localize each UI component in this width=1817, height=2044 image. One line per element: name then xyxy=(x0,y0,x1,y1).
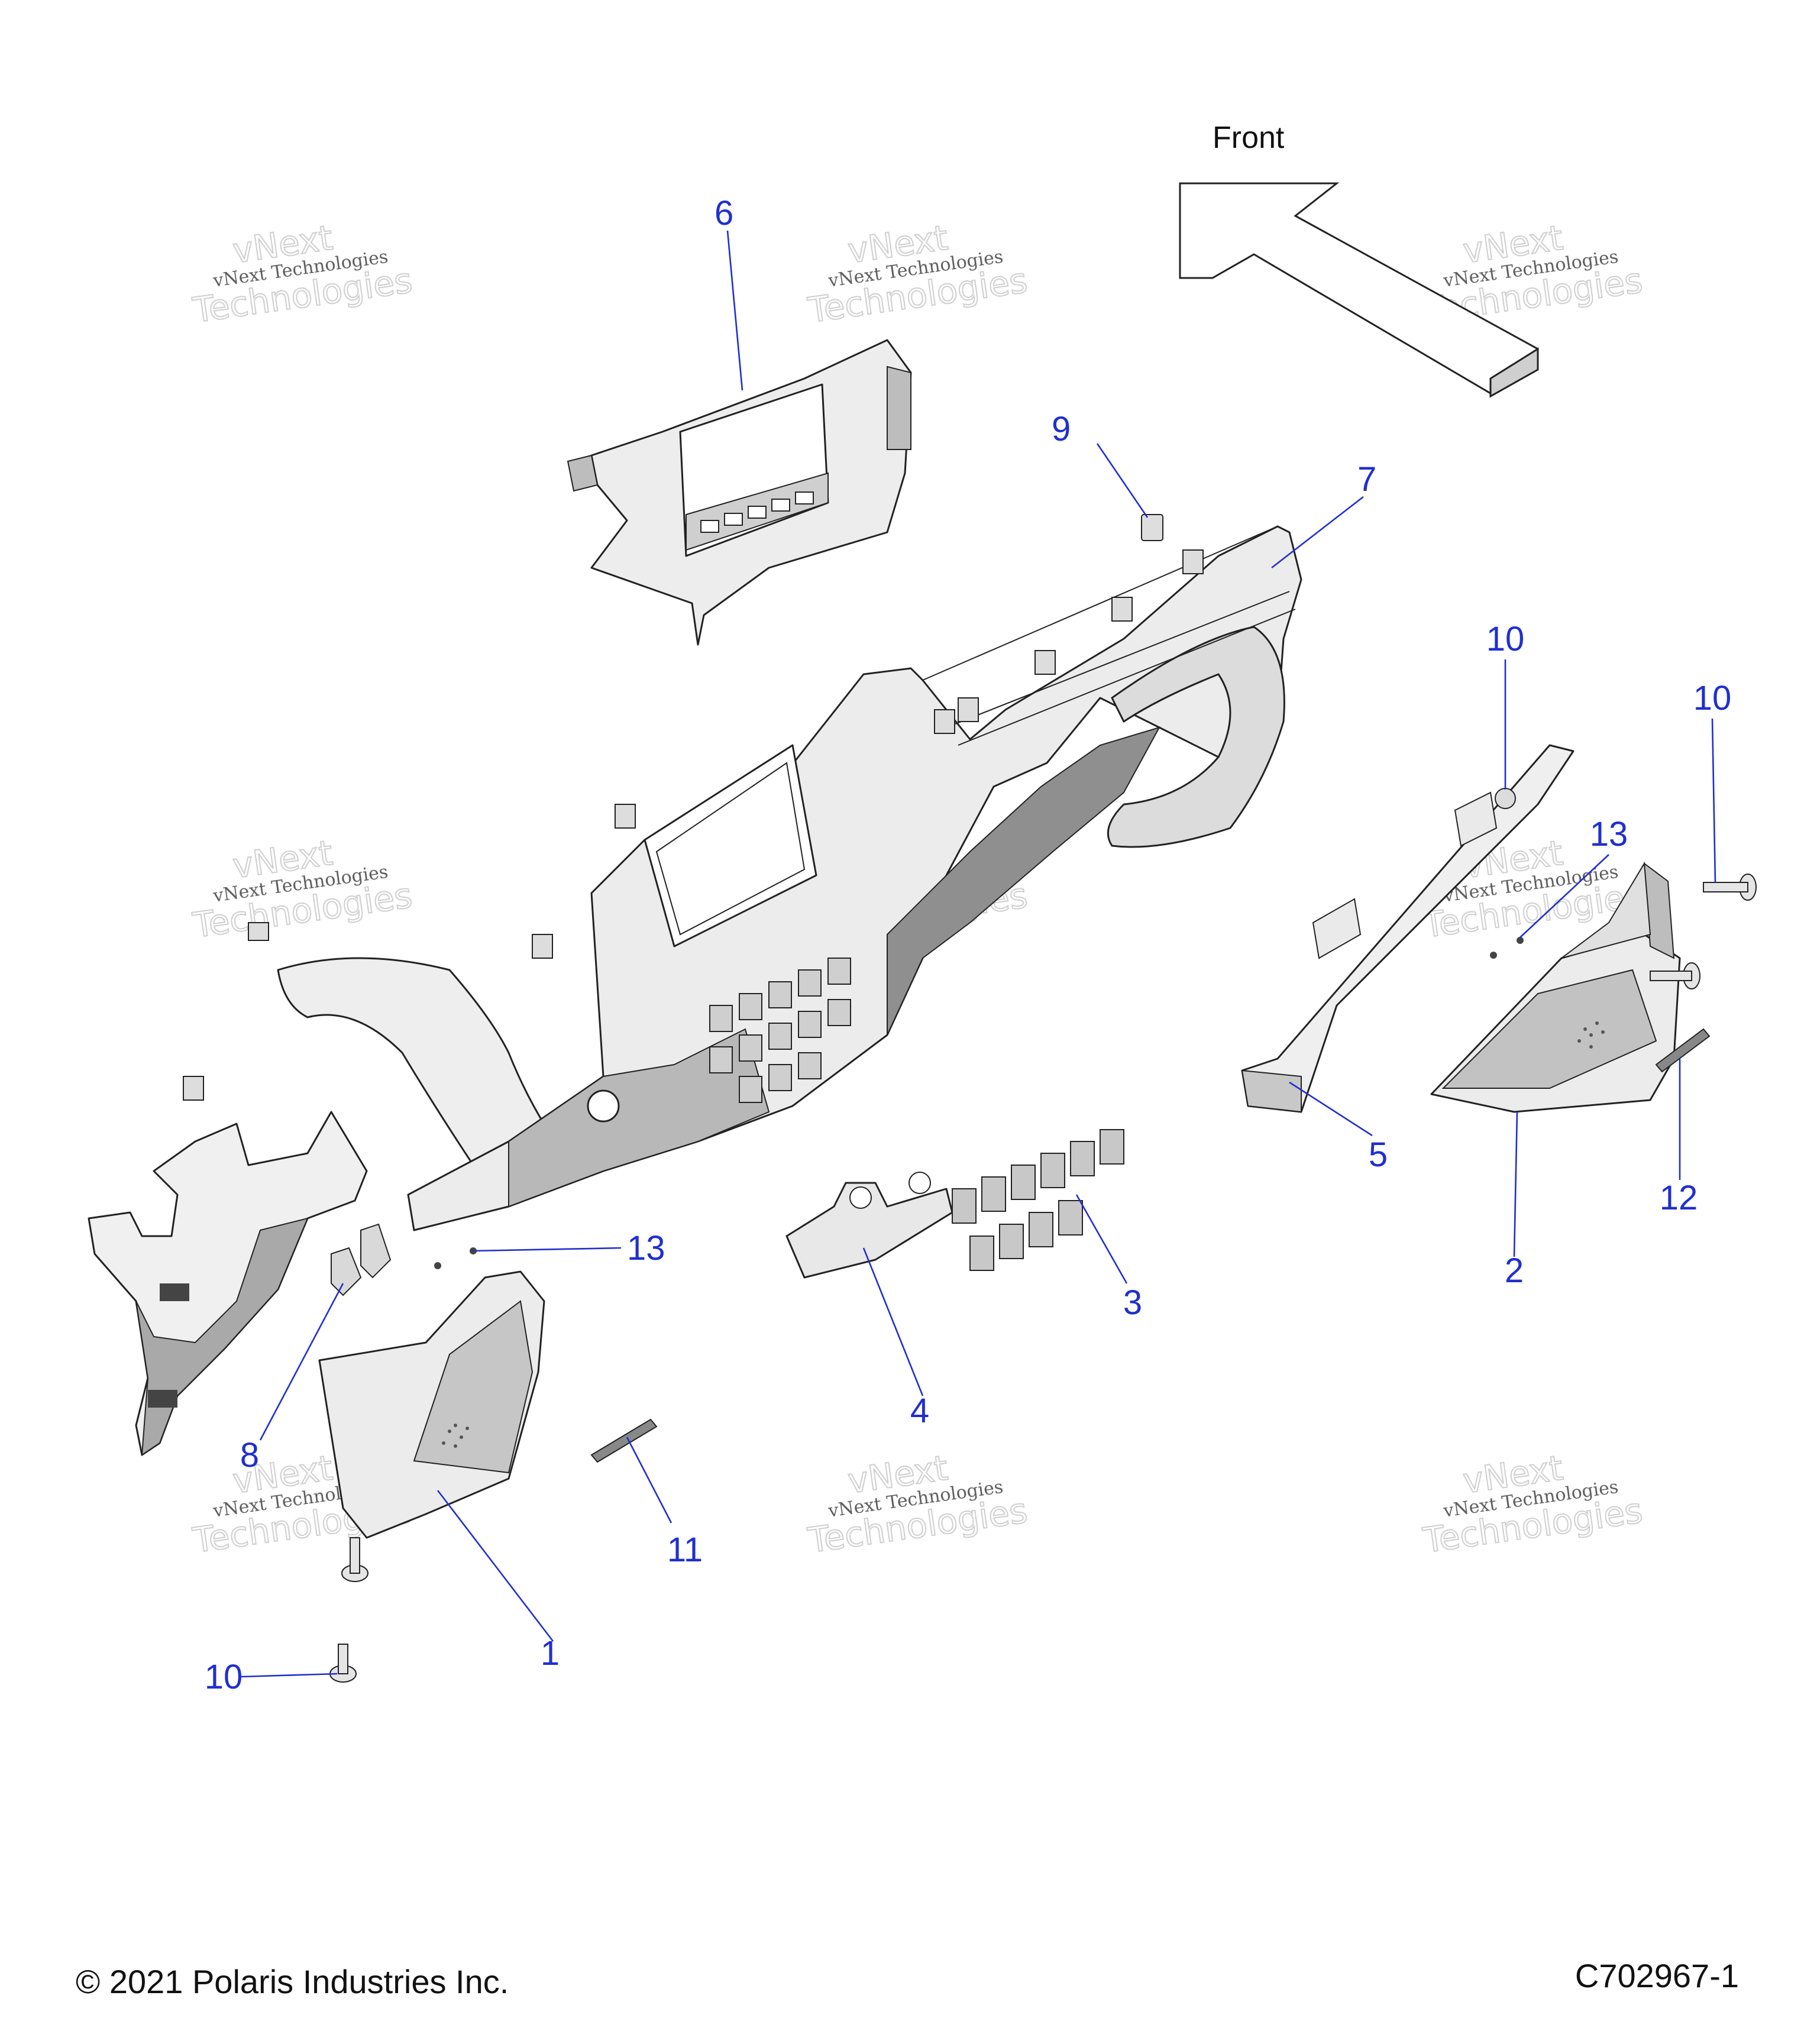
callout-10-left: 10 xyxy=(205,1658,243,1696)
part-10-push-rivet xyxy=(329,1644,357,1683)
watermark: vNext vNext Technologies Technologies xyxy=(805,217,1030,331)
callout-labels: 6 7 9 10 10 13 5 2 12 13 3 4 8 11 1 10 xyxy=(205,194,1732,1696)
part-12-strip xyxy=(590,1028,1711,1463)
callout-12-left: 11 xyxy=(667,1531,703,1569)
front-arrow: Front xyxy=(1179,121,1539,398)
part-3-switch-blanks xyxy=(952,1129,1124,1271)
callout-7: 7 xyxy=(1357,460,1376,499)
part-4-bracket xyxy=(785,1172,953,1279)
part-1-left-panel xyxy=(318,1270,545,1539)
footer: © 2021 Polaris Industries Inc. C702967-1 xyxy=(76,1957,1739,2000)
part-10-push-rivet xyxy=(1650,962,1700,989)
switch-bank xyxy=(709,958,851,1103)
part-11-nut xyxy=(1495,788,1516,809)
watermark: vNext vNext Technologies Technologies xyxy=(190,832,415,946)
callout-4: 4 xyxy=(910,1392,929,1430)
part-7-main-dash xyxy=(88,525,1302,1456)
watermark: vNext vNext Technologies Technologies xyxy=(805,1447,1030,1561)
front-label: Front xyxy=(1213,121,1285,155)
callout-2: 2 xyxy=(1505,1251,1524,1290)
part-8-pads xyxy=(331,1223,392,1296)
callout-13-left: 13 xyxy=(627,1229,665,1267)
watermark: vNext vNext Technologies Technologies xyxy=(1420,1447,1645,1561)
part-10-push-rivet xyxy=(341,1537,368,1582)
callout-1: 1 xyxy=(541,1634,560,1673)
callout-13-right: 13 xyxy=(1590,815,1628,853)
watermark: vNext vNext Technologies Technologies xyxy=(190,217,415,331)
copyright-text: © 2021 Polaris Industries Inc. xyxy=(76,1963,509,2000)
callout-5: 5 xyxy=(1369,1136,1388,1174)
part-2-right-panel xyxy=(1430,861,1681,1113)
fasteners xyxy=(329,788,1757,1683)
drawing-number: C702967-1 xyxy=(1575,1957,1739,1994)
callout-8: 8 xyxy=(240,1436,259,1474)
leader-lines xyxy=(241,230,1716,1678)
part-6-display-bezel xyxy=(567,339,912,646)
callout-11: 10 xyxy=(1486,620,1525,658)
callout-6: 6 xyxy=(714,194,733,232)
part-10-push-rivet xyxy=(1703,874,1757,901)
callout-12-right: 12 xyxy=(1660,1179,1698,1217)
callout-9: 9 xyxy=(1052,410,1071,448)
part-5-trim-rail xyxy=(1241,744,1574,1113)
part-9-clip xyxy=(1141,514,1163,541)
callout-10-right: 10 xyxy=(1693,679,1732,717)
callout-3: 3 xyxy=(1123,1283,1142,1322)
